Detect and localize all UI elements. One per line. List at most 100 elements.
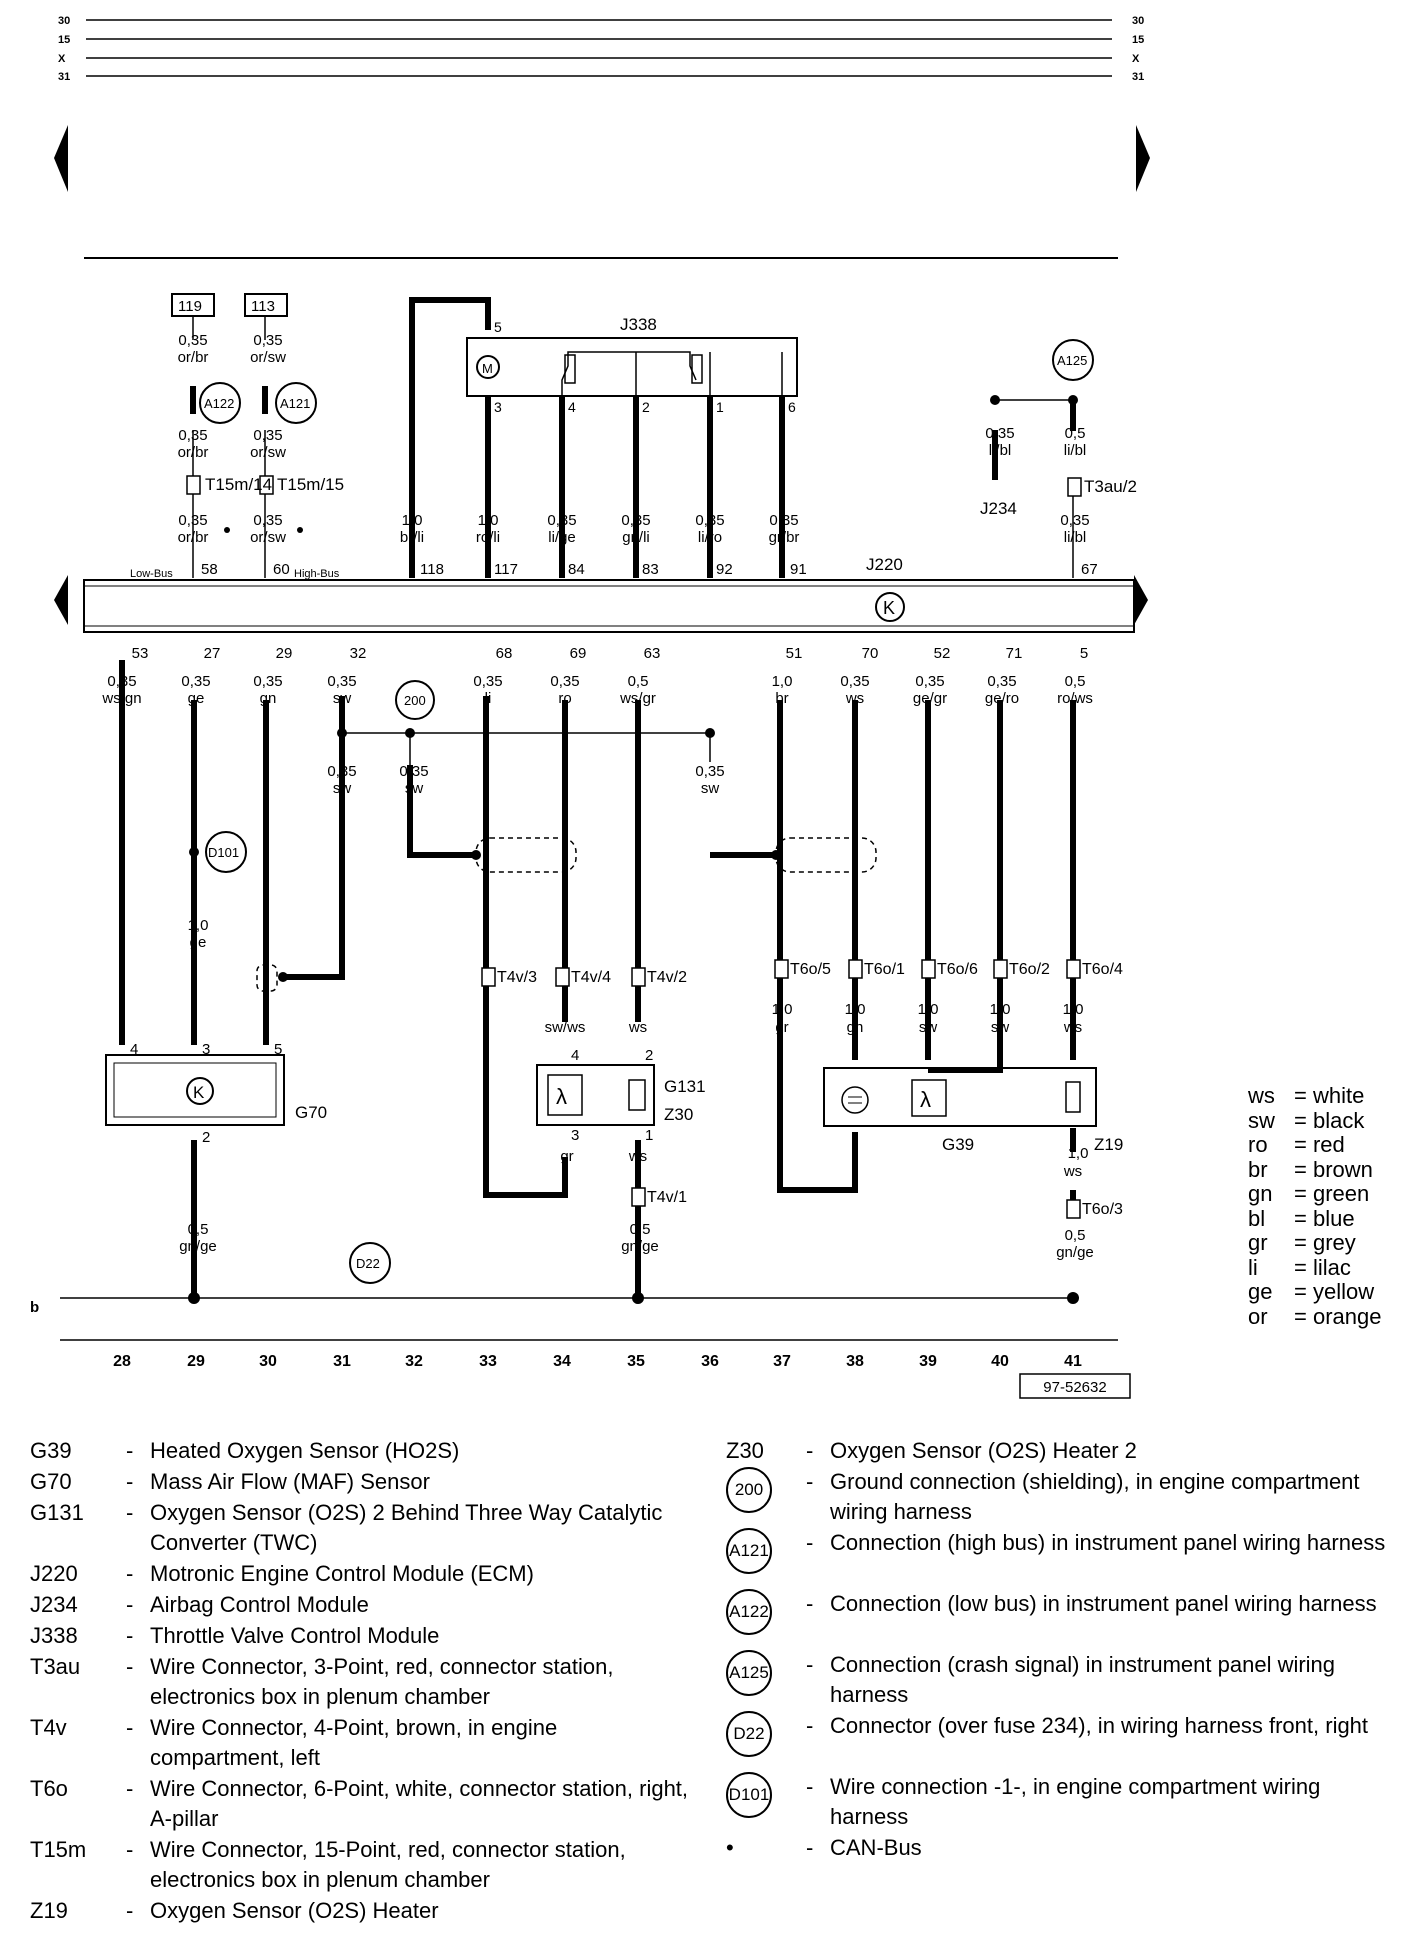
wire-gauge: 0,35 — [987, 673, 1016, 690]
column-number: 28 — [113, 1353, 131, 1370]
legend-item: T3au-Wire Connector, 3-Point, red, conne… — [30, 1652, 690, 1712]
wire-color: gr — [560, 1148, 573, 1165]
connector-label: T4v/1 — [647, 1189, 687, 1206]
wire-gauge: 0,35 — [1060, 512, 1089, 529]
connector-label: T4v/4 — [571, 969, 611, 986]
legend-dash: - — [126, 1837, 134, 1862]
pin-number: 69 — [570, 645, 587, 662]
pin-number: 58 — [201, 561, 218, 578]
column-number: 31 — [333, 1353, 351, 1370]
arrow-right-icon — [1136, 125, 1150, 192]
wire-color: ro — [558, 690, 571, 707]
legend-item: G39-Heated Oxygen Sensor (HO2S) — [30, 1436, 690, 1466]
legend-description: Heated Oxygen Sensor (HO2S) — [150, 1438, 460, 1463]
pin-number: 3 — [494, 399, 502, 415]
legend-item: D22-Connector (over fuse 234), in wiring… — [726, 1711, 1386, 1771]
wire-color: or/sw — [250, 529, 286, 546]
color-name: = lilac — [1294, 1254, 1351, 1280]
legend-description: Wire Connector, 6-Point, white, connecto… — [150, 1776, 689, 1831]
color-name: = blue — [1294, 1205, 1355, 1231]
wire-color: gn/li — [622, 529, 650, 546]
legend-description: Connection (crash signal) in instrument … — [830, 1652, 1336, 1707]
bus-label-left: 15 — [58, 34, 70, 46]
wire-gauge: 0,35 — [621, 512, 650, 529]
legend-code: • — [726, 1835, 734, 1860]
circle-label: D22 — [356, 1256, 380, 1271]
legend-code: G70 — [30, 1469, 72, 1494]
wire-color: ro/ws — [1057, 690, 1093, 707]
color-key-row: or= orange — [1248, 1304, 1381, 1330]
legend-description: Wire Connector, 15-Point, red, connector… — [150, 1837, 626, 1892]
color-abbr: li — [1248, 1254, 1258, 1280]
wire-gauge: 0,5 — [1065, 1227, 1086, 1244]
wire-gauge: 0,35 — [253, 673, 282, 690]
legend-code: Z19 — [30, 1898, 68, 1923]
wire-color: ge/ro — [985, 690, 1019, 707]
pin-number: 2 — [645, 1047, 653, 1064]
wire-color: li/ge — [548, 529, 576, 546]
pin-number: 4 — [571, 1047, 579, 1064]
wire-gauge: 0,5 — [630, 1221, 651, 1238]
legend-dash: - — [806, 1835, 814, 1860]
circle-label: 200 — [404, 693, 426, 708]
legend-dash: - — [126, 1438, 134, 1463]
wire-gauge: 1,0 — [188, 917, 209, 934]
wire-gauge: 0,35 — [253, 427, 282, 444]
legend-description: Wire Connector, 3-Point, red, connector … — [150, 1654, 614, 1709]
legend-description: Connection (low bus) in instrument panel… — [830, 1591, 1377, 1616]
wire-gauge: 0,5 — [1065, 673, 1086, 690]
pin-number: 1 — [716, 399, 724, 415]
pin-number: 5 — [274, 1041, 282, 1058]
legend-code: J234 — [30, 1592, 78, 1617]
wire-color: sw — [405, 780, 424, 797]
wire-color: sw — [919, 1019, 938, 1036]
connection-circles — [199, 339, 1094, 1284]
wire-color: or/sw — [250, 349, 286, 366]
column-number: 40 — [991, 1353, 1009, 1370]
high-bus-label: High-Bus — [294, 568, 340, 580]
bus-label-left: 30 — [58, 15, 70, 27]
legend-description: Oxygen Sensor (O2S) Heater 2 — [830, 1438, 1137, 1463]
legend-dash: - — [806, 1713, 814, 1738]
figure-id: 97-52632 — [1043, 1379, 1106, 1396]
legend-dash: - — [126, 1561, 134, 1586]
color-name: = black — [1294, 1107, 1365, 1133]
wire-gauge: 0,35 — [181, 673, 210, 690]
g70-label: G70 — [295, 1103, 327, 1122]
wire-gauge: 0,35 — [769, 512, 798, 529]
wire-gauge: 1,0 — [990, 1001, 1011, 1018]
legend-dash: - — [126, 1654, 134, 1679]
wire-gauge: 0,35 — [253, 512, 282, 529]
wire-gauge: 0,35 — [178, 332, 207, 349]
color-key-row: li = lilac — [1248, 1254, 1381, 1281]
legend-item: J338-Throttle Valve Control Module — [30, 1621, 690, 1651]
wire-color: gn/ge — [179, 1238, 217, 1255]
wire-color: li — [485, 690, 492, 707]
color-abbr: ro — [1248, 1132, 1268, 1157]
wire-color: ws — [1063, 1163, 1082, 1180]
wire-gauge: 0,35 — [547, 512, 576, 529]
wire-gauge: 1,0 — [1063, 1001, 1084, 1018]
wire-gauge: 0,35 — [178, 512, 207, 529]
pin-number: 91 — [790, 561, 807, 578]
pin-number: 6 — [788, 399, 796, 415]
bus-label-right: X — [1132, 53, 1140, 65]
legend-item: D101-Wire connection -1-, in engine comp… — [726, 1772, 1386, 1832]
wire-color: sw — [701, 780, 720, 797]
j234-label: J234 — [980, 499, 1017, 518]
legend-code: 200 — [726, 1467, 806, 1527]
column-number: 32 — [405, 1353, 423, 1370]
wire-color: gr/br — [769, 529, 800, 546]
bus-label-right: 31 — [1132, 71, 1144, 83]
color-abbr: gn — [1248, 1181, 1273, 1206]
wire-color: ws — [845, 690, 864, 707]
ref-box-113 — [244, 293, 288, 317]
wire-color: li/ro — [698, 529, 722, 546]
column-number: 34 — [553, 1353, 571, 1370]
g39-label: G39 — [942, 1135, 974, 1154]
connector-label: T15m/14 — [205, 475, 272, 494]
pin-number: 2 — [202, 1129, 210, 1146]
wire-color: or/sw — [250, 444, 286, 461]
wire-color: ws/gr — [619, 690, 656, 707]
